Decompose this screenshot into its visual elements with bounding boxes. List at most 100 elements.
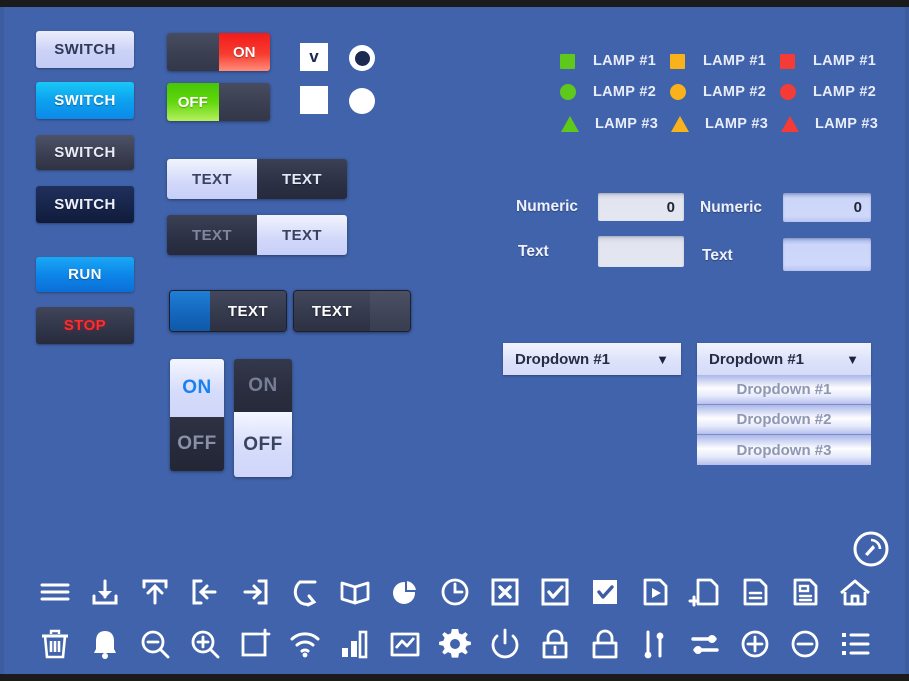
toggle-off-left-segment[interactable]: OFF — [167, 83, 219, 121]
tab-second-right[interactable]: TEXT — [257, 215, 347, 255]
lamp-circle-icon — [670, 84, 686, 100]
refresh-icon[interactable] — [282, 569, 328, 615]
slider-toggle-right-handle[interactable]: TEXT — [293, 290, 411, 332]
vertical-toggle-on-segment[interactable]: ON — [170, 359, 224, 418]
lamp-green-square: LAMP #1 — [560, 53, 656, 69]
menu-icon[interactable] — [32, 569, 78, 615]
slider-handle-grey[interactable] — [370, 291, 410, 331]
switch-button-navy[interactable]: SWITCH — [36, 186, 134, 223]
download-icon[interactable] — [82, 569, 128, 615]
tab-first-right[interactable]: TEXT — [257, 159, 347, 199]
zoom-in-icon[interactable] — [182, 621, 228, 667]
upload-icon[interactable] — [132, 569, 178, 615]
file-play-icon[interactable] — [632, 569, 678, 615]
radio-selected[interactable] — [349, 45, 375, 71]
pie-chart-icon[interactable] — [382, 569, 428, 615]
switch-button-cyan[interactable]: SWITCH — [36, 82, 134, 119]
vertical-toggle-off-selected[interactable]: ON OFF — [234, 359, 292, 477]
line-chart-icon[interactable] — [382, 621, 428, 667]
lamp-triangle-icon — [561, 116, 579, 132]
numeric-label-right: Numeric — [700, 199, 763, 216]
tab-first-left[interactable]: TEXT — [167, 159, 257, 199]
radio-unselected[interactable] — [349, 88, 375, 114]
lamp-triangle-icon — [671, 116, 689, 132]
checkbox-unchecked[interactable] — [300, 86, 328, 114]
minus-circle-icon[interactable] — [782, 621, 828, 667]
box-check-filled-icon[interactable] — [582, 569, 628, 615]
vertical-toggle-on-segment-alt[interactable]: ON — [234, 359, 292, 413]
toggle-off[interactable]: OFF — [167, 83, 270, 121]
lamp-label: LAMP #2 — [593, 84, 657, 100]
file-text-icon[interactable] — [732, 569, 778, 615]
text-label-right: Text — [702, 247, 733, 264]
power-icon[interactable] — [482, 621, 528, 667]
box-check-icon[interactable] — [532, 569, 578, 615]
lamp-label: LAMP #1 — [813, 53, 877, 69]
lamp-label: LAMP #1 — [703, 53, 767, 69]
slider-label-first[interactable]: TEXT — [210, 291, 286, 331]
toggle-on-left-segment[interactable] — [167, 33, 219, 71]
bar-chart-icon[interactable] — [332, 621, 378, 667]
toggle-on-right-segment[interactable]: ON — [218, 33, 270, 71]
toggle-off-right-segment[interactable] — [218, 83, 270, 121]
vertical-toggle-off-segment[interactable]: OFF — [170, 417, 224, 471]
chevron-down-icon: ▼ — [656, 351, 669, 367]
text-label-left: Text — [518, 243, 549, 260]
checkbox-checked[interactable]: v — [300, 43, 328, 71]
wifi-icon[interactable] — [282, 621, 328, 667]
zoom-out-icon[interactable] — [132, 621, 178, 667]
vertical-toggle-off-segment-alt[interactable]: OFF — [234, 412, 292, 477]
dropdown-option-2[interactable]: Dropdown #2 — [697, 405, 871, 435]
lock-closed-icon[interactable] — [532, 621, 578, 667]
lamp-circle-icon — [780, 84, 796, 100]
sliders-horizontal-icon[interactable] — [682, 621, 728, 667]
text-input-left[interactable] — [598, 236, 684, 267]
dropdown-open[interactable]: Dropdown #1 ▼ Dropdown #1 Dropdown #2 Dr… — [697, 343, 871, 465]
book-icon[interactable] — [332, 569, 378, 615]
tab-second-left[interactable]: TEXT — [167, 215, 257, 255]
gear-icon[interactable] — [432, 621, 478, 667]
switch-button-light[interactable]: SWITCH — [36, 31, 134, 68]
trash-icon[interactable] — [32, 621, 78, 667]
file-report-icon[interactable] — [782, 569, 828, 615]
gauge-icon[interactable] — [850, 528, 892, 570]
sliders-vertical-icon[interactable] — [632, 621, 678, 667]
dropdown-option-1[interactable]: Dropdown #1 — [697, 375, 871, 405]
lamp-label: LAMP #3 — [815, 116, 879, 132]
lamp-red-triangle: LAMP #3 — [781, 116, 878, 132]
box-close-icon[interactable] — [482, 569, 528, 615]
toggle-on[interactable]: ON — [167, 33, 270, 71]
text-input-right[interactable] — [783, 238, 871, 271]
slider-label-second[interactable]: TEXT — [294, 291, 370, 331]
dropdown-closed[interactable]: Dropdown #1 ▼ — [503, 343, 681, 375]
lamp-label: LAMP #3 — [595, 116, 659, 132]
slider-handle-blue[interactable] — [170, 291, 210, 331]
home-icon[interactable] — [832, 569, 878, 615]
run-button[interactable]: RUN — [36, 257, 134, 292]
lamp-triangle-icon — [781, 116, 799, 132]
clock-icon[interactable] — [432, 569, 478, 615]
numeric-input-right[interactable]: 0 — [783, 193, 871, 222]
file-add-icon[interactable] — [682, 569, 728, 615]
radio-dot-icon — [354, 50, 370, 66]
logout-icon[interactable] — [232, 569, 278, 615]
list-icon[interactable] — [832, 621, 878, 667]
vertical-toggle-on-selected[interactable]: ON OFF — [170, 359, 224, 471]
numeric-input-left[interactable]: 0 — [598, 193, 684, 221]
tab-pair-first[interactable]: TEXT TEXT — [167, 159, 347, 199]
slider-toggle-left-handle[interactable]: TEXT — [169, 290, 287, 332]
add-frame-icon[interactable] — [232, 621, 278, 667]
switch-button-slate[interactable]: SWITCH — [36, 135, 134, 170]
dropdown-closed-label: Dropdown #1 — [515, 350, 611, 368]
lamp-label: LAMP #2 — [813, 84, 877, 100]
login-icon[interactable] — [182, 569, 228, 615]
tab-pair-second[interactable]: TEXT TEXT — [167, 215, 347, 255]
lamp-amber-circle: LAMP #2 — [670, 84, 766, 100]
lock-open-icon[interactable] — [582, 621, 628, 667]
plus-circle-icon[interactable] — [732, 621, 778, 667]
dropdown-option-3[interactable]: Dropdown #3 — [697, 435, 871, 465]
bell-icon[interactable] — [82, 621, 128, 667]
dropdown-open-label: Dropdown #1 — [709, 350, 805, 368]
stop-button[interactable]: STOP — [36, 307, 134, 344]
dropdown-open-header[interactable]: Dropdown #1 ▼ — [697, 343, 871, 375]
